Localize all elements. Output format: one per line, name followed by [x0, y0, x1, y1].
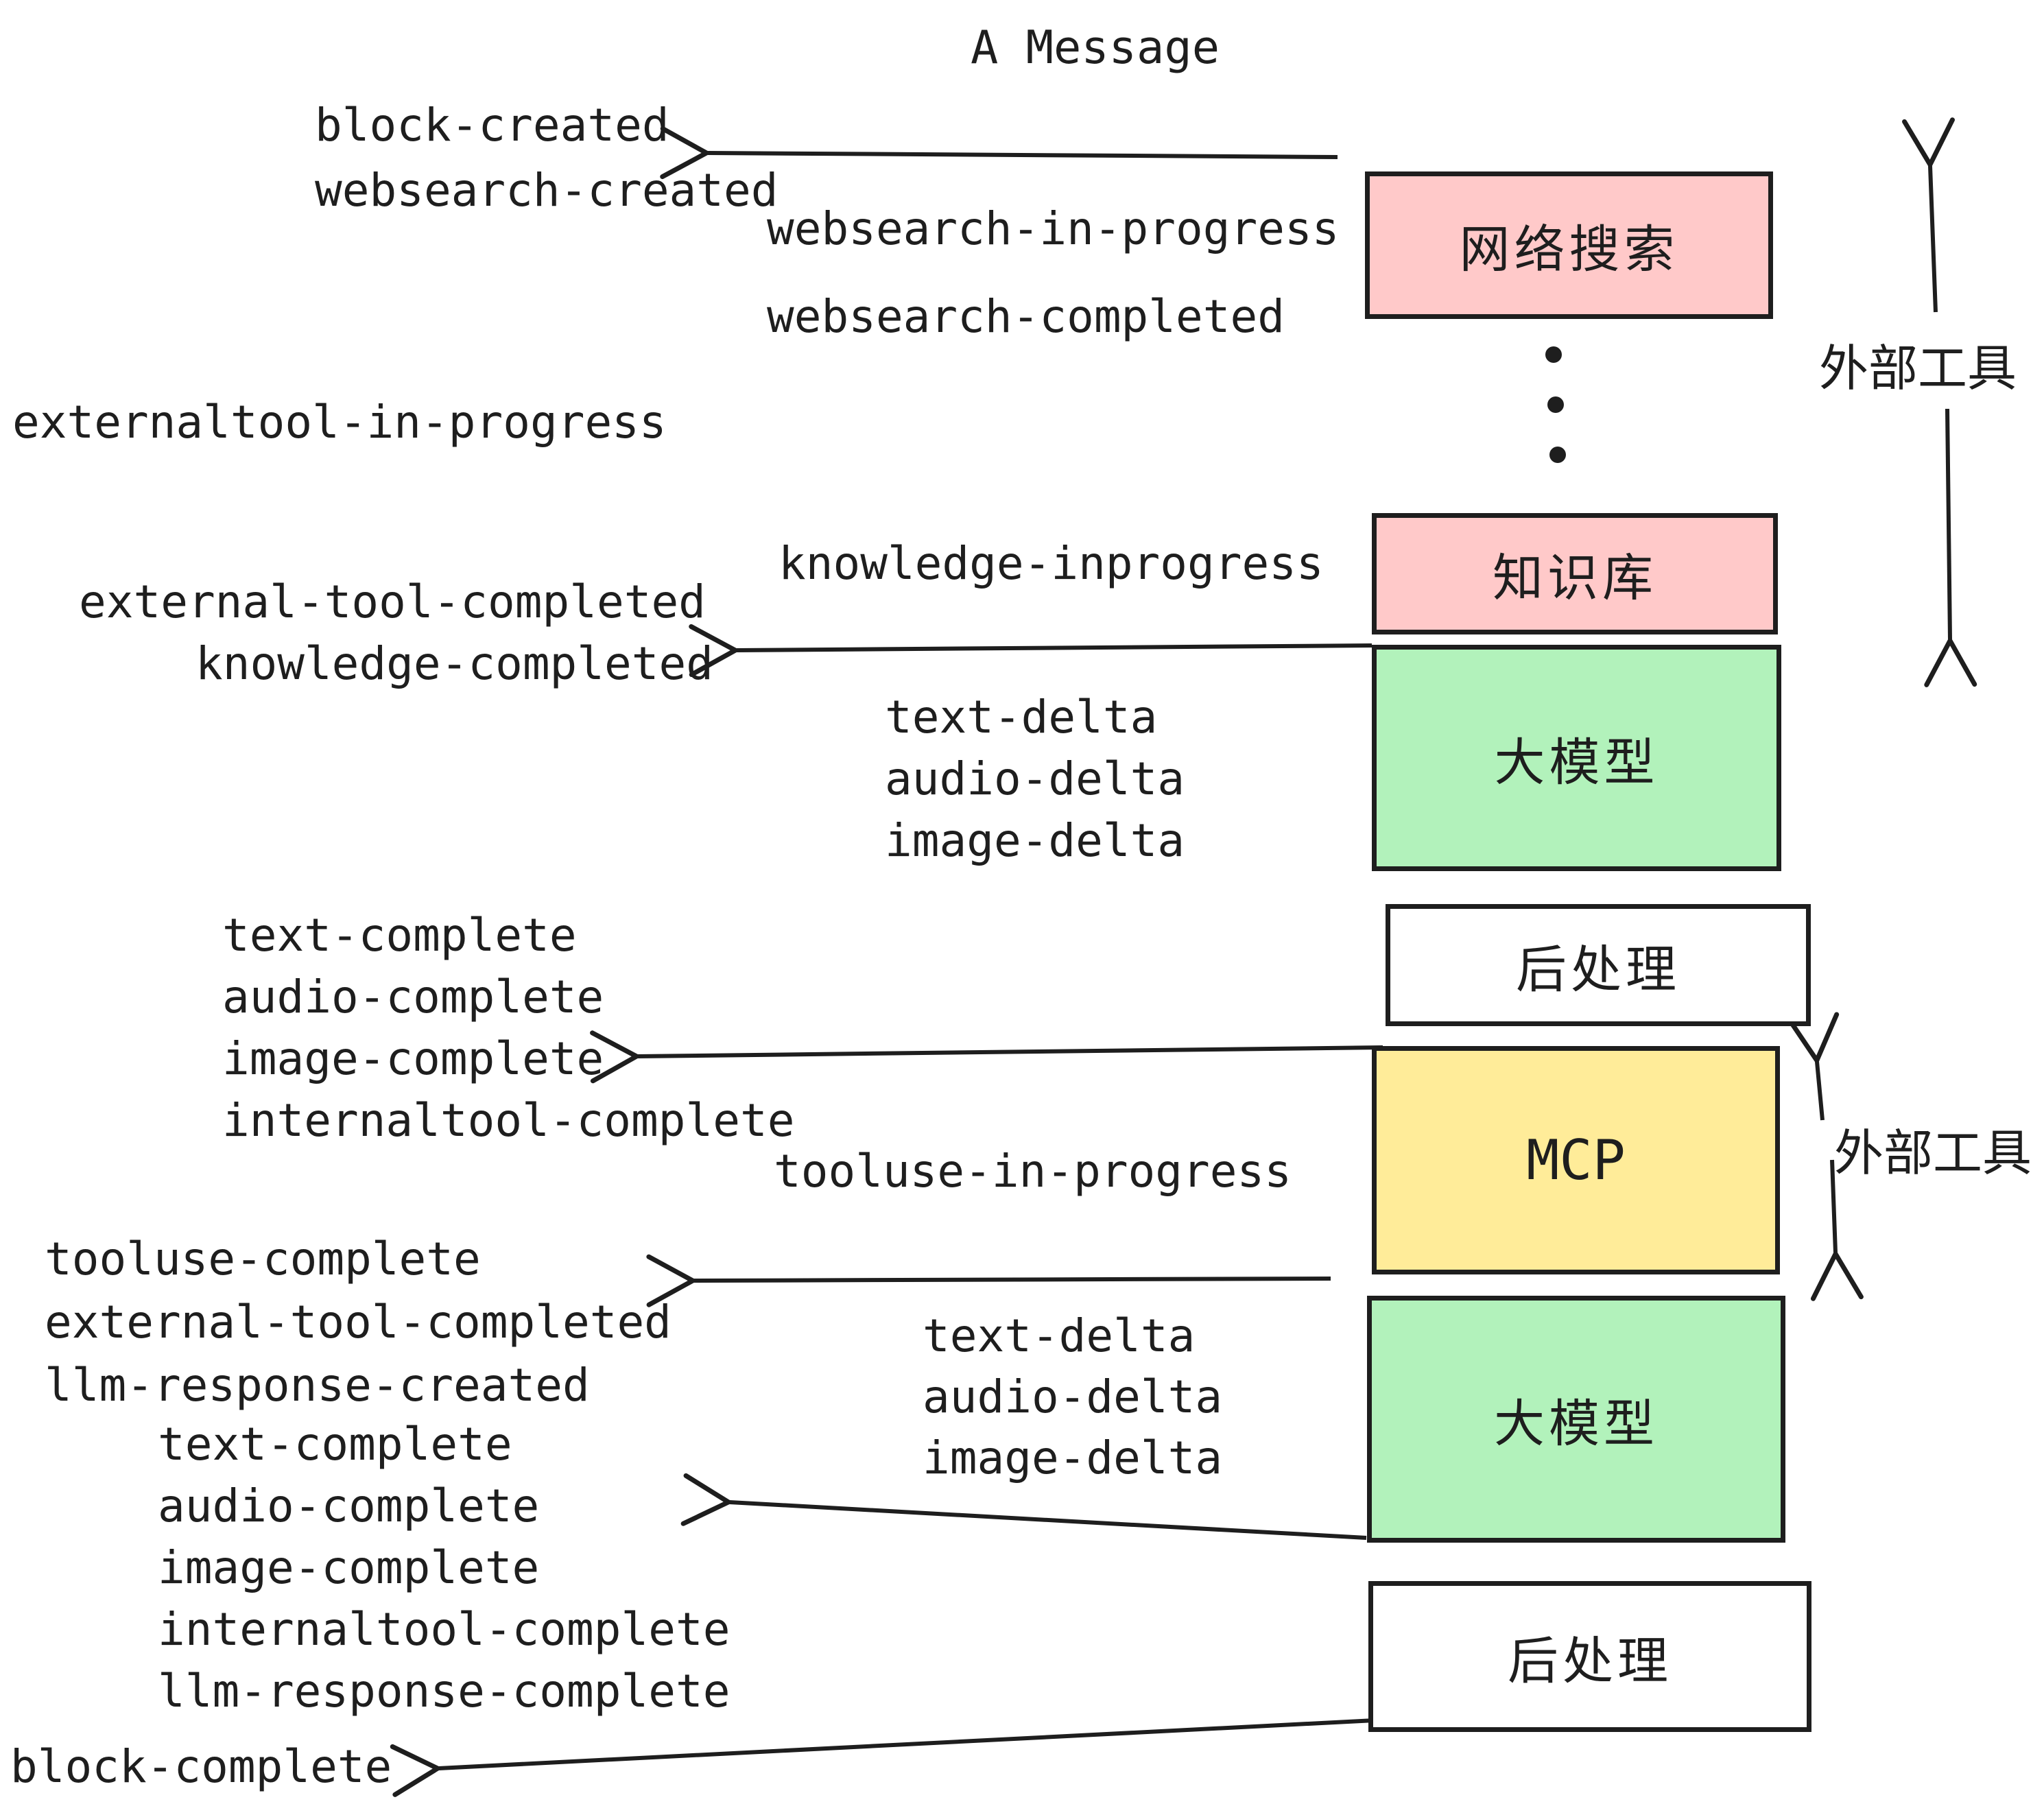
event-image-delta-1: image-delta	[885, 814, 1185, 867]
event-audio-complete-2: audio-complete	[158, 1480, 540, 1532]
box-knowledge-base-label: 知识库	[1493, 549, 1657, 608]
event-image-delta-2: image-delta	[923, 1432, 1223, 1484]
event-websearch-created: websearch-created	[315, 164, 779, 217]
arrow-audio-complete	[680, 1473, 1367, 1540]
box-postprocess-1: 后处理	[1386, 904, 1811, 1026]
arrow-image-complete	[590, 1030, 1383, 1084]
event-audio-delta-1: audio-delta	[885, 752, 1185, 805]
box-postprocess-2: 后处理	[1368, 1581, 1811, 1732]
ellipsis-dots	[1545, 346, 1566, 463]
event-llm-response-complete: llm-response-complete	[158, 1665, 730, 1718]
event-text-delta-1: text-delta	[885, 691, 1158, 744]
box-postprocess-1-label: 后处理	[1516, 940, 1680, 999]
arrow-block-complete	[390, 1718, 1375, 1797]
event-text-delta-2: text-delta	[923, 1309, 1196, 1362]
event-image-complete-2: image-complete	[158, 1541, 540, 1594]
box-llm-1-label: 大模型	[1494, 733, 1659, 792]
event-tooluse-in-progress: tooluse-in-progress	[774, 1145, 1292, 1198]
box-websearch: 网络搜索	[1365, 171, 1773, 319]
box-websearch-label: 网络搜索	[1459, 220, 1679, 279]
box-mcp-label: MCP	[1526, 1128, 1626, 1192]
event-image-complete-1: image-complete	[222, 1032, 604, 1085]
event-block-complete: block-complete	[10, 1740, 392, 1793]
event-external-tool-completed-2: external-tool-completed	[45, 1296, 672, 1349]
event-internaltool-complete-1: internaltool-complete	[222, 1094, 795, 1147]
double-arrow-external-tools-2-up	[1786, 1012, 1840, 1121]
event-knowledge-completed: knowledge-completed	[195, 637, 713, 690]
side-label-external-tools-2: 外部工具	[1834, 1124, 2032, 1182]
arrow-block-created	[660, 126, 1338, 180]
event-audio-delta-2: audio-delta	[923, 1370, 1223, 1423]
event-knowledge-inprogress: knowledge-inprogress	[779, 537, 1324, 590]
event-text-complete-1: text-complete	[222, 909, 577, 962]
event-websearch-completed: websearch-completed	[767, 290, 1285, 343]
event-internaltool-complete-2: internaltool-complete	[158, 1603, 730, 1656]
event-block-created: block-created	[315, 99, 669, 152]
event-websearch-in-progress: websearch-in-progress	[767, 202, 1340, 255]
box-llm-2: 大模型	[1367, 1296, 1785, 1543]
event-tooluse-complete: tooluse-complete	[45, 1233, 481, 1285]
arrow-knowledge-completed	[689, 624, 1372, 677]
double-arrow-external-tools-1-up	[1902, 117, 1955, 313]
box-mcp: MCP	[1372, 1046, 1780, 1274]
box-knowledge-base: 知识库	[1372, 513, 1778, 634]
event-audio-complete-1: audio-complete	[222, 971, 604, 1023]
box-llm-2-label: 大模型	[1494, 1394, 1659, 1453]
double-arrow-external-tools-1-down	[1924, 408, 1977, 687]
box-llm-1: 大模型	[1372, 645, 1781, 871]
event-externaltool-in-progress: externaltool-in-progress	[12, 396, 667, 449]
event-text-complete-2: text-complete	[158, 1418, 512, 1471]
event-external-tool-completed-1: external-tool-completed	[79, 575, 706, 628]
side-label-external-tools-1: 外部工具	[1819, 340, 2017, 397]
diagram-title: A Message	[971, 21, 1220, 74]
arrow-tooluse-complete	[646, 1254, 1331, 1307]
box-postprocess-2-label: 后处理	[1508, 1631, 1672, 1691]
event-llm-response-created: llm-response-created	[45, 1359, 590, 1412]
